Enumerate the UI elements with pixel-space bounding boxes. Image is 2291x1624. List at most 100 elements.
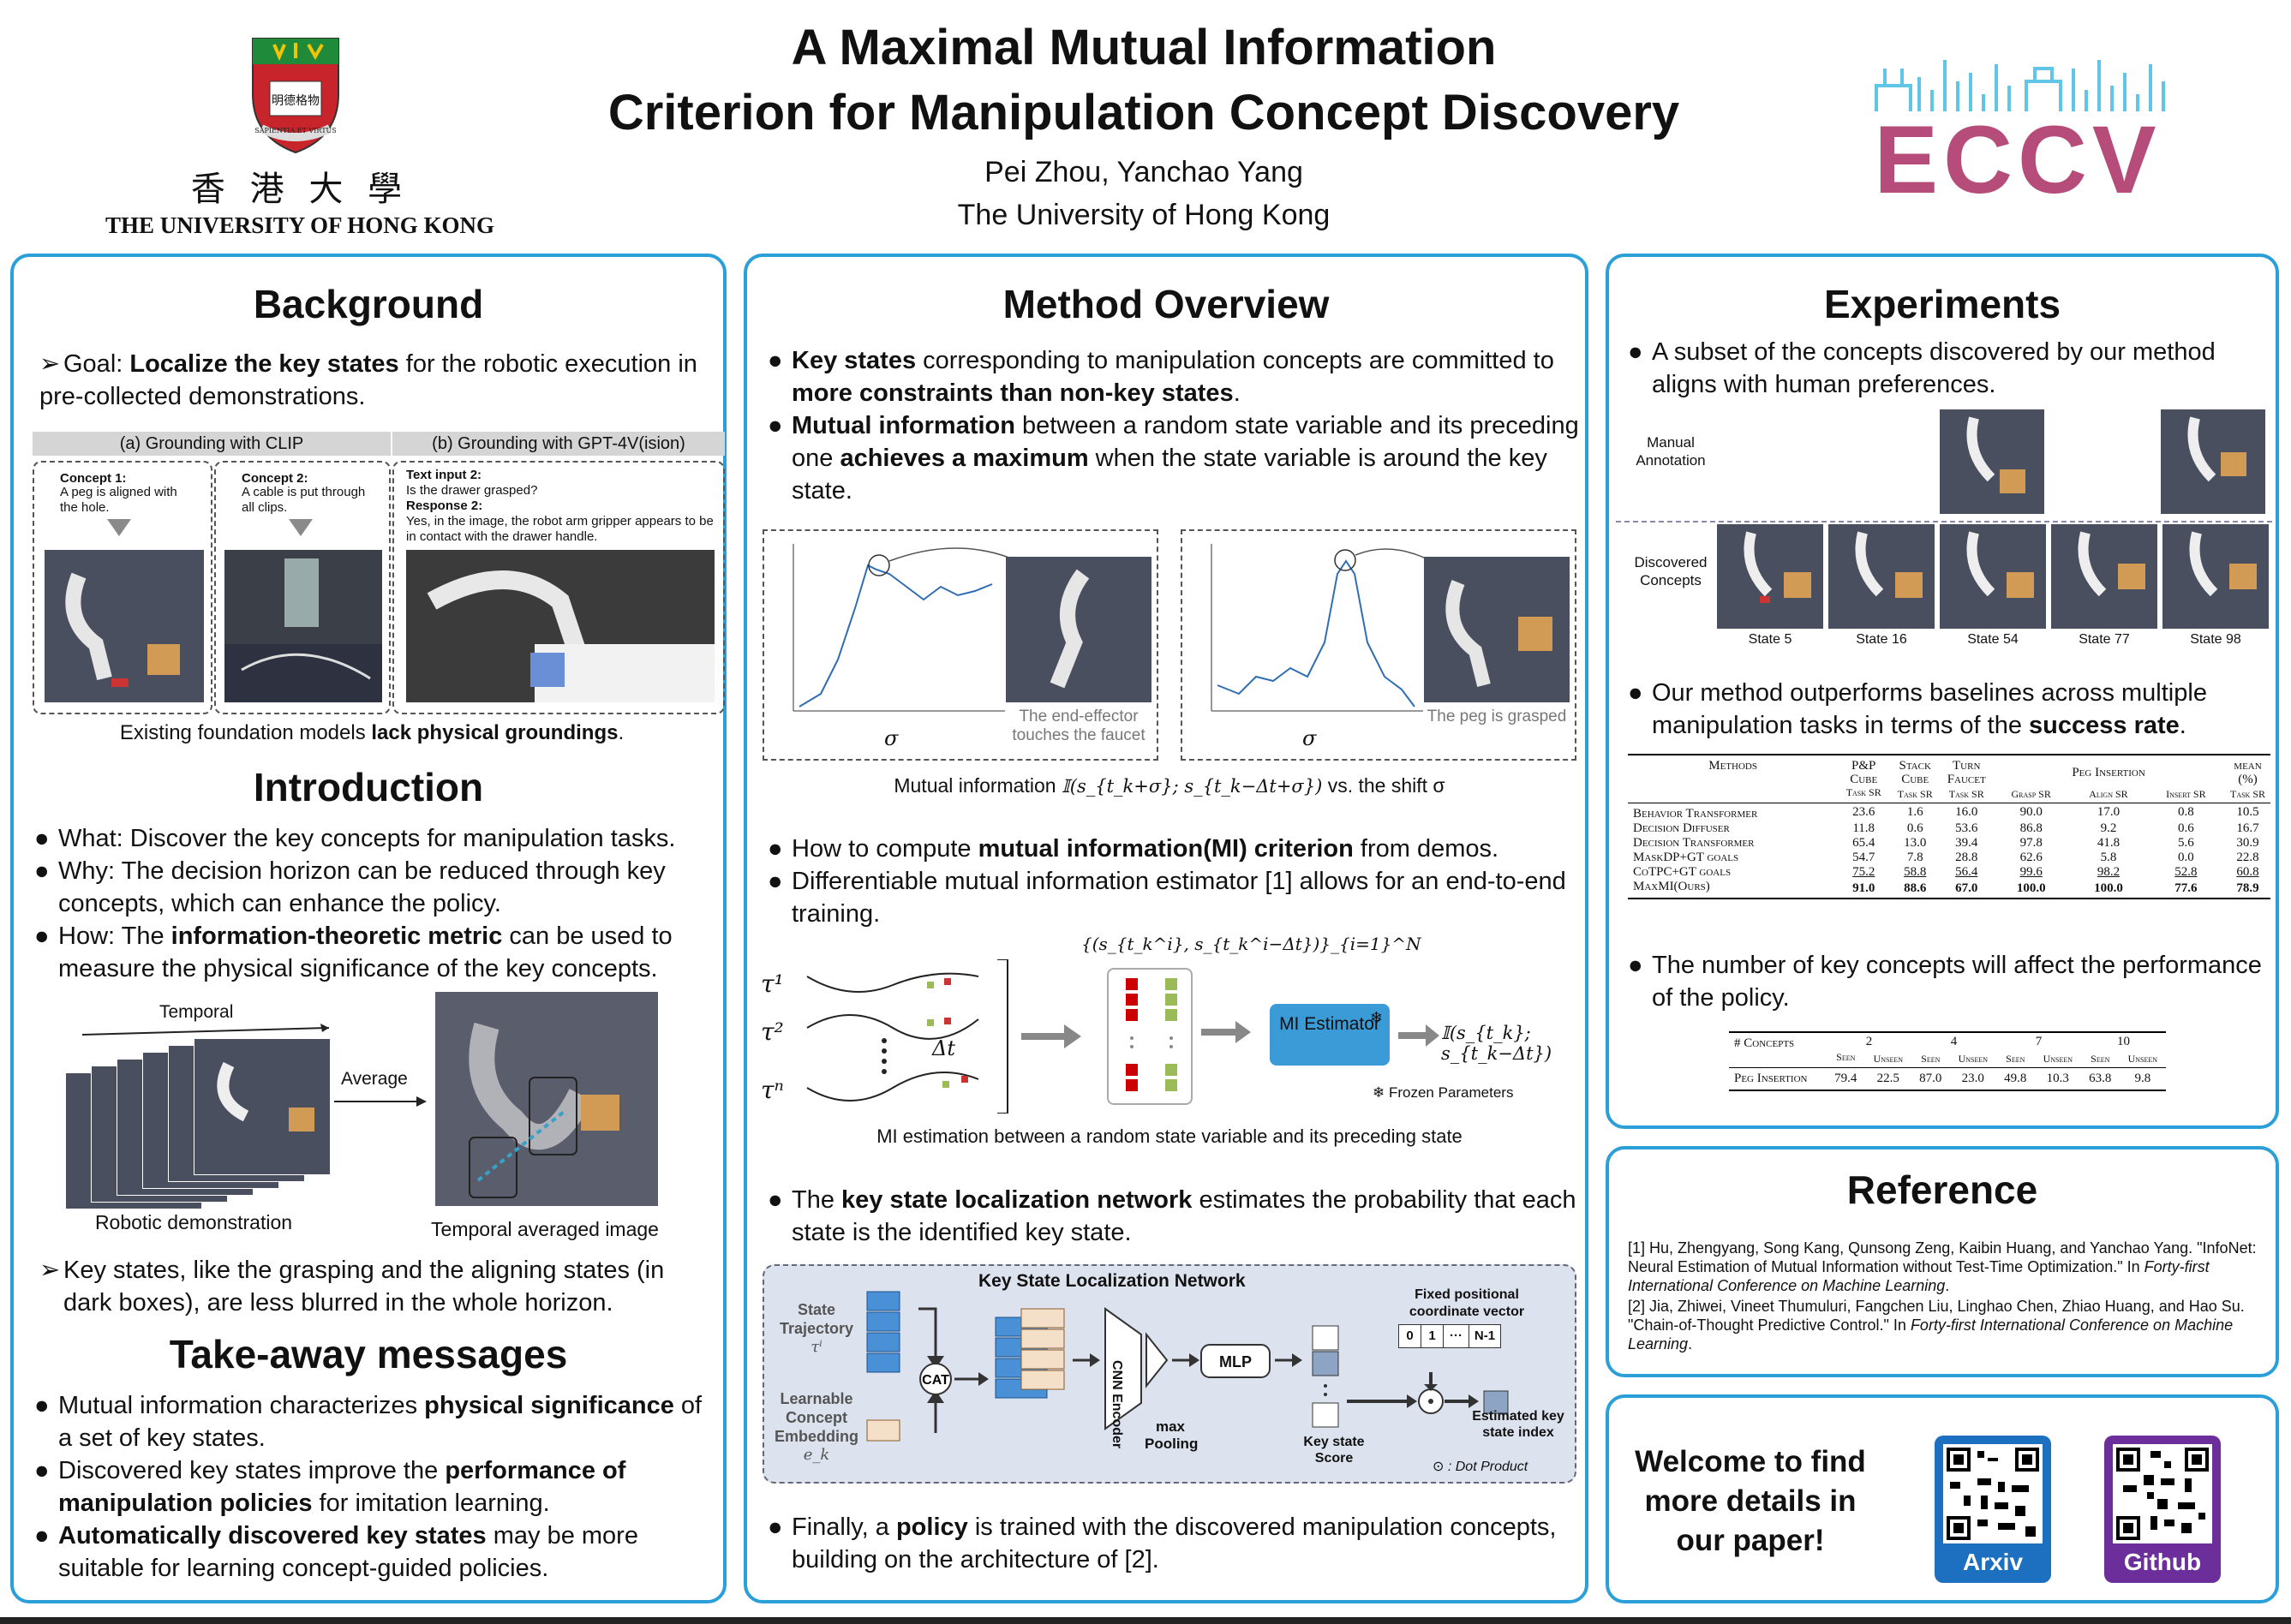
mi-shift-caption: Mutual information 𝕀(s_{t_k+σ}; s_{t_k−Δ…: [894, 774, 1445, 797]
welcome-text: Welcome to find more details in our pape…: [1635, 1445, 1866, 1557]
exp-e3: ●The number of key concepts will affect …: [1628, 949, 2270, 1014]
state-label: State 5: [1748, 632, 1792, 647]
unseen-col: Unseen: [1873, 1053, 1904, 1065]
discovered-frame: [1717, 524, 1823, 629]
concepts-table: # Concepts 2 4 7 10 Seen Unseen Seen Uns…: [1729, 1031, 2166, 1091]
intro-keystates: ➢Key states, like the grasping and the a…: [39, 1254, 716, 1319]
col-pp: P&P Cube: [1850, 759, 1878, 786]
state-label: State 77: [2079, 632, 2130, 647]
table-cell: 67.0: [1955, 881, 1978, 895]
pos-vector: 0 1 ··· N-1: [1398, 1324, 1501, 1348]
table-cell: 98.2: [2097, 865, 2121, 879]
method-b5: ●The key state localization network esti…: [768, 1184, 1582, 1249]
table-cell: 23.0: [1961, 1072, 1984, 1085]
gpt-box: Text input 2: Is the drawer grasped? Res…: [392, 461, 725, 714]
ksln-blocks: CAT: [866, 1291, 1509, 1442]
table-cell: 22.8: [2236, 851, 2259, 864]
sub-insert: Insert SR: [2166, 788, 2206, 800]
average-arrow-icon: [334, 1096, 427, 1107]
table-cell: 9.8: [2134, 1072, 2151, 1085]
affiliation: The University of Hong Kong: [957, 199, 1331, 231]
takeaway-1: ●Mutual information characterizes physic…: [34, 1389, 720, 1454]
takeaway-title: Take-away messages: [169, 1332, 568, 1376]
table-cell: 52.8: [2174, 865, 2198, 879]
drawer-icon: [427, 570, 715, 702]
table-cell: 0.8: [2177, 805, 2194, 819]
table-cell: 5.6: [2177, 836, 2194, 850]
col-stack: Stack Cube: [1899, 759, 1931, 786]
hku-logo: 明德格物 SAPIENTIA ET VIRTUS 香 港 大 學 THE UNI…: [86, 26, 514, 238]
title-line-1: A Maximal Mutual Information: [791, 20, 1497, 75]
concept2-text: A cable is put through all clips.: [242, 485, 366, 515]
table-cell: 13.0: [1904, 836, 1927, 850]
snowflake-icon: ❄: [1369, 1009, 1383, 1026]
unseen-col: Unseen: [2127, 1053, 2158, 1065]
mi-curve-plot-1: [793, 544, 1009, 712]
table-cell: 79.4: [1834, 1072, 1857, 1085]
table-cell: 41.8: [2097, 836, 2121, 850]
clip-header: (a) Grounding with CLIP: [33, 432, 391, 456]
cat-label: CAT: [922, 1373, 949, 1388]
mi-fig-caption: MI estimation between a random state var…: [876, 1125, 1463, 1147]
table-cell: 16.7: [2236, 821, 2259, 835]
frozen-legend: ❄ Frozen Parameters: [1373, 1084, 1514, 1101]
background-goal: ➢Goal: Localize the key states for the r…: [39, 348, 716, 413]
sub-task: Task SR: [1845, 786, 1881, 798]
concepts-subheader-row: Seen Unseen Seen Unseen Seen Unseen Seen…: [1729, 1051, 2166, 1068]
table-cell: 60.8: [2236, 865, 2259, 879]
blurred-robot-icon: [469, 1022, 619, 1198]
dot-bullet-icon: ●: [768, 835, 783, 863]
left-panel: Background ➢Goal: Localize the key state…: [10, 254, 727, 1603]
method-b2: ●Mutual information between a random sta…: [768, 409, 1582, 507]
state-label: State 54: [1967, 632, 2019, 647]
experiments-panel: Experiments ●A subset of the concepts di…: [1606, 254, 2279, 1129]
manual-frame: [2161, 409, 2265, 514]
row-method-name: Decision Diffuser: [1633, 821, 1730, 835]
reference-2: [2] Jia, Zhiwei, Vineet Thumuluri, Fangc…: [1628, 1298, 2245, 1352]
takeaway-2: ●Discovered key states improve the perfo…: [34, 1454, 720, 1520]
dot-bullet-icon: ●: [768, 868, 783, 895]
table-cell: 78.9: [2236, 881, 2259, 895]
table-cell: 63.8: [2089, 1072, 2112, 1085]
row-name: Peg Insertion: [1734, 1072, 1808, 1085]
table-cell: 16.0: [1955, 805, 1978, 819]
fixed-pos-label: Fixed positional coordinate vector: [1409, 1287, 1525, 1319]
hku-chinese-name: 香 港 大 學: [190, 170, 410, 209]
state-label: State 98: [2190, 632, 2241, 647]
response-text: Yes, in the image, the robot arm gripper…: [406, 514, 714, 544]
experiments-title: Experiments: [1823, 282, 2061, 326]
table-cell: 56.4: [1955, 865, 1978, 879]
title-line-2: Criterion for Manipulation Concept Disco…: [607, 85, 1680, 140]
table-cell: 53.6: [1955, 821, 1978, 835]
sigma-label-2: σ: [1302, 726, 1317, 750]
cable-robot-image: [224, 550, 382, 702]
peg-robot-image: [45, 550, 204, 702]
reference-title: Reference: [1846, 1167, 2038, 1212]
reference-1: [1] Hu, Zhengyang, Song Kang, Qunsong Ze…: [1628, 1239, 2257, 1294]
table-cell: 11.8: [1852, 821, 1875, 835]
dot-bullet-icon: ●: [34, 857, 50, 885]
manual-label: Manual Annotation: [1636, 434, 1706, 469]
dot-product-legend: ⊙ : Dot Product: [1433, 1460, 1528, 1474]
arxiv-qr-button[interactable]: Arxiv: [1935, 1436, 2051, 1583]
ksln-title: Key State Localization Network: [978, 1271, 1246, 1291]
table-cell: 99.6: [2019, 865, 2043, 879]
response-title: Response 2:: [406, 499, 483, 513]
exp-e2: ●Our method outperforms baselines across…: [1628, 677, 2270, 742]
arrow-bullet-icon: ➢: [39, 1257, 61, 1284]
set-notation: {(s_{t_k^i}, s_{t_k^i−Δt})}_{i=1}^N: [1081, 934, 1421, 954]
down-arrow-icon: [107, 519, 131, 536]
github-qr-button[interactable]: Github: [2104, 1436, 2221, 1583]
demo-frame-stack: [65, 1038, 339, 1209]
intro-how: ●How: The information-theoretic metric c…: [34, 920, 720, 985]
table-cell: 91.0: [1852, 881, 1875, 895]
discovered-frame: [2162, 524, 2269, 629]
demo-frame: [194, 1038, 331, 1175]
tau2-label: τ²: [761, 1018, 784, 1046]
table-cell: 49.8: [2004, 1072, 2027, 1085]
authors: Pei Zhou, Yanchao Yang: [984, 156, 1303, 188]
state-pairs-box: [1107, 968, 1193, 1105]
table-cell: 62.6: [2019, 851, 2043, 864]
